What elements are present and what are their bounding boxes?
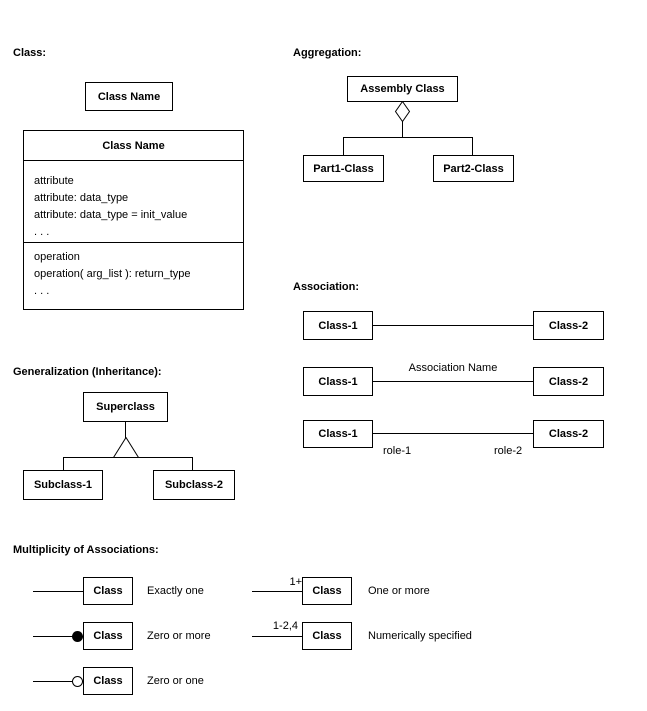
aggregation-drop-line-left [343,137,344,155]
association-named-right-box: Class-2 [533,367,604,396]
multiplicity-zero-or-more-description: Zero or more [147,630,211,642]
association-plain-line [373,325,533,326]
attribute-line: attribute: data_type = init_value [34,209,188,221]
inheritance-triangle-icon [113,437,139,458]
association-roles-line [373,433,533,434]
multiplicity-section-label: Multiplicity of Associations: [13,544,159,556]
subclass-1-box: Subclass-1 [23,470,103,500]
multiplicity-one-or-more-description: One or more [368,585,430,597]
subclass-2-box: Subclass-2 [153,470,235,500]
association-named-left-box: Class-1 [303,367,373,396]
association-plain-left-box: Class-1 [303,311,373,340]
part1-class-box: Part1-Class [303,155,384,182]
operation-line: operation [34,251,80,263]
multiplicity-zero-or-one-description: Zero or one [147,675,204,687]
association-roles-right-box: Class-2 [533,420,604,448]
aggregation-diamond-icon [394,101,411,122]
generalization-section-label: Generalization (Inheritance): [13,366,162,378]
association-name-label: Association Name [408,362,498,374]
multiplicity-numeric-line [252,636,302,637]
attribute-compartment: attribute attribute: data_type attribute… [24,161,243,243]
multiplicity-numeric-description: Numerically specified [368,630,472,642]
multiplicity-one-or-more-line [252,591,302,592]
association-roles-left-box: Class-1 [303,420,373,448]
operation-line: . . . [34,285,50,297]
attribute-line: attribute [34,175,74,187]
open-circle-icon [72,676,83,687]
aggregation-drop-line-right [472,137,473,155]
operation-compartment: operation operation( arg_list ): return_… [24,243,243,300]
aggregation-stem-line [402,121,403,137]
part2-class-box: Part2-Class [433,155,514,182]
multiplicity-numeric-box: Class [302,622,352,650]
multiplicity-exactly-one-line [33,591,83,592]
multiplicity-zero-or-one-box: Class [83,667,133,695]
generalization-drop-line-left [63,457,64,470]
class-section-label: Class: [13,47,47,59]
multiplicity-zero-or-one-line [33,681,83,682]
multiplicity-exactly-one-description: Exactly one [147,585,204,597]
attribute-line: . . . [34,226,50,238]
operation-line: operation( arg_list ): return_type [34,268,191,280]
attribute-line: attribute: data_type [34,192,129,204]
multiplicity-one-or-more-annotation: 1+ [289,576,302,588]
multiplicity-exactly-one-box: Class [83,577,133,605]
aggregation-crossbar-line [343,137,473,138]
aggregation-section-label: Aggregation: [293,47,362,59]
multiplicity-one-or-more-box: Class [302,577,352,605]
generalization-stem-line [125,422,126,438]
role-1-label: role-1 [383,445,412,457]
assembly-class-box: Assembly Class [347,76,458,102]
role-2-label: role-2 [494,445,523,457]
detailed-class-title: Class Name [24,131,243,161]
association-named-line [373,381,533,382]
filled-circle-icon [72,631,83,642]
association-plain-right-box: Class-2 [533,311,604,340]
association-section-label: Association: [293,281,360,293]
multiplicity-numeric-annotation: 1-2,4 [272,620,298,632]
detailed-class-box: Class Name attribute attribute: data_typ… [23,130,244,310]
multiplicity-zero-or-more-box: Class [83,622,133,650]
generalization-drop-line-right [192,457,193,470]
class-name-simple-box: Class Name [85,82,173,111]
superclass-box: Superclass [83,392,168,422]
multiplicity-zero-or-more-line [33,636,83,637]
